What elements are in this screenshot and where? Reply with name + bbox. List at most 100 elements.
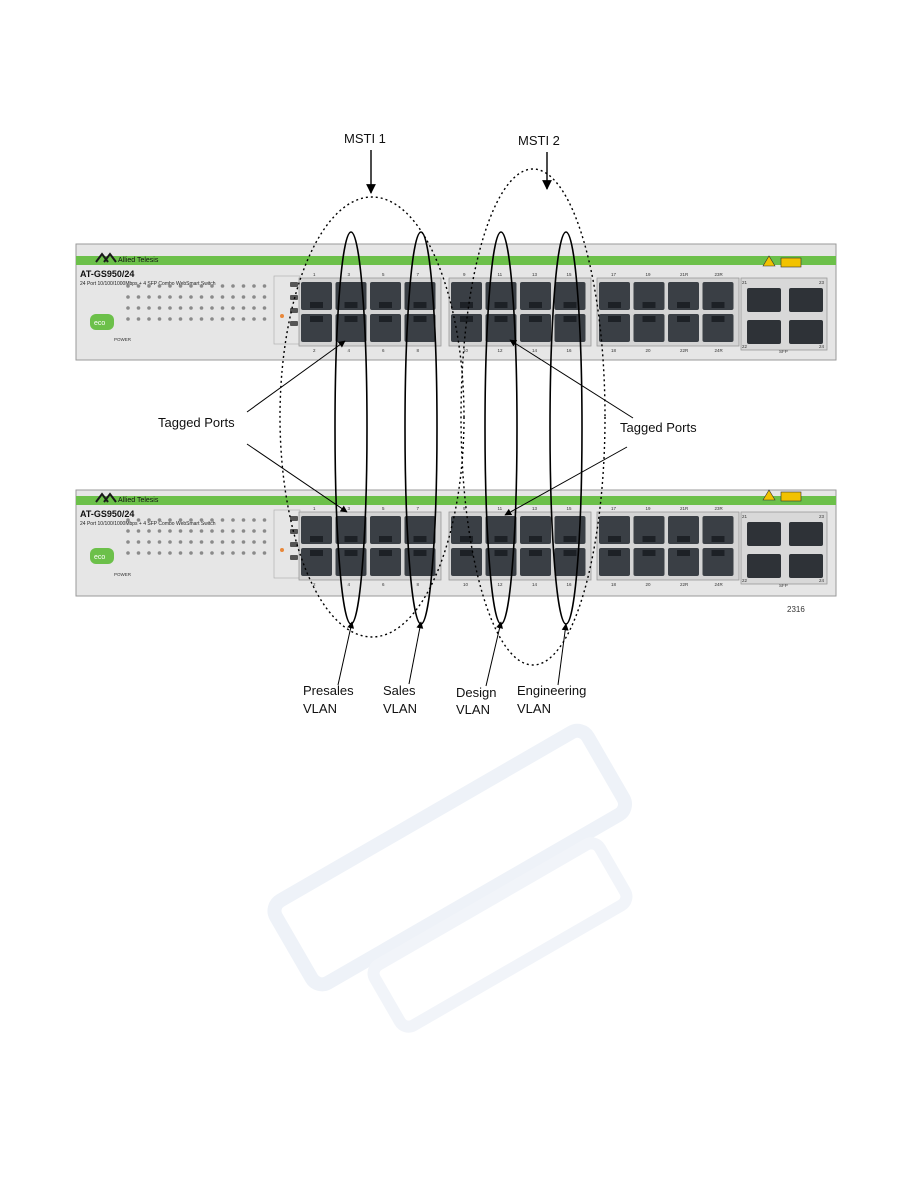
port-number-label: 21R	[680, 272, 689, 277]
port-status-led	[126, 295, 130, 299]
rj45-port[interactable]	[520, 516, 551, 544]
rj45-port[interactable]	[451, 516, 482, 544]
switch-1: Allied Telesis AT-GS950/24 24 Port 10/10…	[75, 243, 837, 361]
rj45-port[interactable]	[301, 516, 332, 544]
rj45-port[interactable]	[335, 282, 367, 310]
rj45-port[interactable]	[404, 516, 436, 544]
rj45-port[interactable]	[668, 314, 699, 342]
rj45-port[interactable]	[599, 516, 630, 544]
port-status-led	[241, 518, 246, 522]
rj45-port[interactable]	[668, 282, 699, 310]
port-number-label: 19	[646, 272, 652, 277]
rj45-port[interactable]	[599, 314, 630, 342]
rj45-port[interactable]	[520, 282, 551, 310]
rj45-port[interactable]	[599, 282, 630, 310]
port-status-led	[168, 551, 172, 555]
port-latch-icon	[677, 536, 690, 542]
port-number-label: 23R	[715, 272, 724, 277]
rj45-port[interactable]	[301, 282, 332, 310]
rj45-port[interactable]	[554, 314, 586, 342]
figure-number: 2316	[787, 605, 805, 614]
rj45-port[interactable]	[485, 516, 517, 544]
port-status-led	[199, 540, 204, 544]
rj45-port[interactable]	[485, 314, 517, 342]
port-status-led	[126, 306, 130, 310]
port-number-label: 13	[532, 506, 538, 511]
port-status-led	[252, 295, 256, 299]
port-status-led	[231, 284, 235, 288]
port-status-led	[262, 295, 267, 299]
rj45-port[interactable]	[451, 282, 482, 310]
rj45-port[interactable]	[404, 548, 436, 576]
rj45-port[interactable]	[370, 282, 401, 310]
port-number-label: 5	[382, 272, 385, 277]
rj45-port[interactable]	[370, 516, 401, 544]
port-number-label: 22R	[680, 348, 689, 353]
port-latch-icon	[677, 316, 690, 322]
port-latch-icon	[413, 550, 427, 556]
port-number-label: 9	[463, 506, 466, 511]
sfp-port[interactable]	[747, 522, 781, 546]
rj45-port[interactable]	[485, 548, 517, 576]
rj45-port[interactable]	[633, 314, 665, 342]
rj45-port[interactable]	[633, 282, 665, 310]
port-number-label: 16	[567, 348, 573, 353]
port-status-led	[199, 284, 204, 288]
class1-laser-label-icon	[780, 257, 802, 268]
port-status-led	[168, 518, 172, 522]
rj45-port[interactable]	[702, 516, 734, 544]
rj45-port[interactable]	[485, 282, 517, 310]
port-latch-icon	[642, 550, 656, 556]
rj45-port[interactable]	[370, 314, 401, 342]
rj45-port[interactable]	[702, 548, 734, 576]
vlan-name: Engineering	[517, 683, 586, 698]
port-latch-icon	[529, 316, 542, 322]
rj45-port[interactable]	[370, 548, 401, 576]
sfp-port[interactable]	[789, 288, 823, 312]
rj45-port[interactable]	[404, 314, 436, 342]
port-status-led	[252, 306, 256, 310]
rj45-port[interactable]	[335, 548, 367, 576]
rj45-port[interactable]	[520, 548, 551, 576]
rj45-port[interactable]	[301, 548, 332, 576]
sfp-port[interactable]	[789, 522, 823, 546]
design-vlan-arrow	[485, 621, 503, 687]
port-latch-icon	[529, 536, 542, 542]
rj45-port[interactable]	[668, 548, 699, 576]
rj45-port[interactable]	[633, 548, 665, 576]
brand-name: Allied Telesis	[118, 497, 159, 504]
port-status-led	[136, 317, 141, 321]
rj45-port[interactable]	[520, 314, 551, 342]
tagged-ports-arrow	[246, 443, 348, 513]
rj45-port[interactable]	[554, 516, 586, 544]
port-latch-icon	[460, 302, 473, 308]
port-status-led	[178, 540, 183, 544]
sfp-port[interactable]	[789, 554, 823, 578]
port-status-led	[157, 529, 162, 533]
rj45-port[interactable]	[451, 548, 482, 576]
sfp-port[interactable]	[747, 288, 781, 312]
rj45-port[interactable]	[335, 516, 367, 544]
port-status-led	[147, 540, 151, 544]
tagged-ports-left-label: Tagged Ports	[158, 415, 235, 430]
sfp-port[interactable]	[789, 320, 823, 344]
port-status-led	[136, 529, 141, 533]
tagged-ports-right-label: Tagged Ports	[620, 420, 697, 435]
sfp-port[interactable]	[747, 554, 781, 578]
vlan-name: Sales	[383, 683, 416, 698]
rj45-port[interactable]	[702, 282, 734, 310]
rj45-port[interactable]	[301, 314, 332, 342]
sfp-port[interactable]	[747, 320, 781, 344]
rj45-port[interactable]	[599, 548, 630, 576]
port-status-led	[252, 540, 256, 544]
rj45-port[interactable]	[668, 516, 699, 544]
rj45-port[interactable]	[633, 516, 665, 544]
port-latch-icon	[711, 316, 725, 322]
presales-vlan-arrow	[337, 621, 355, 686]
port-number-label: 20	[646, 348, 652, 353]
rj45-port[interactable]	[335, 314, 367, 342]
rj45-port[interactable]	[404, 282, 436, 310]
port-status-led	[199, 295, 204, 299]
sales-vlan-arrow	[408, 621, 424, 685]
rj45-port[interactable]	[702, 314, 734, 342]
